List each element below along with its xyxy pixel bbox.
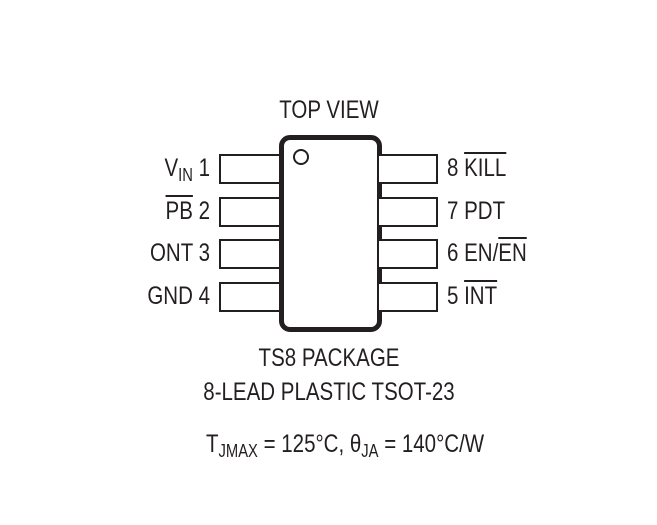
- theta-ja-value: = 140°C/W: [378, 430, 485, 458]
- pin-label-1: VIN 1: [87, 154, 210, 185]
- pin-number: 8: [447, 154, 459, 182]
- pin1-indicator-dot: [293, 149, 309, 165]
- tjmax-label: TJMAX: [206, 430, 258, 461]
- pin-number: 1: [198, 154, 210, 182]
- pin-label-4: GND 4: [87, 284, 210, 309]
- pin-lead-1: [219, 154, 279, 184]
- pin-number: 3: [198, 239, 210, 267]
- pin-lead-5: [379, 282, 438, 312]
- pin-lead-6: [379, 239, 438, 269]
- pin-label-7: 7 PDT: [447, 199, 505, 224]
- thermal-spec: TJMAX = 125°C, θJA = 140°C/W: [206, 430, 485, 461]
- pin-name-kill: KILL: [464, 154, 507, 182]
- pin-number: 4: [198, 282, 210, 310]
- pin-number: 5: [447, 282, 459, 310]
- pin-name-pdt: PDT: [464, 197, 506, 225]
- pin-name-vin: VIN: [164, 154, 193, 185]
- package-description: 8-LEAD PLASTIC TSOT-23: [203, 378, 455, 406]
- tjmax-value: = 125°C,: [257, 430, 350, 458]
- chip-body: [279, 135, 382, 332]
- pin-lead-4: [219, 282, 279, 312]
- pin-name-pb: PB: [165, 197, 193, 225]
- pin-label-6: 6 EN/EN: [447, 241, 527, 266]
- pin-label-8: 8 KILL: [447, 156, 506, 181]
- pin-name-ont: ONT: [149, 239, 193, 267]
- pin-name-gnd: GND: [147, 282, 193, 310]
- pin-lead-8: [379, 154, 438, 184]
- pin-name-en: EN/EN: [464, 239, 527, 267]
- pin-number: 6: [447, 239, 459, 267]
- theta-ja-label: θJA: [349, 430, 379, 461]
- pin-lead-2: [219, 197, 279, 227]
- pin-lead-3: [219, 239, 279, 269]
- pin-label-5: 5 INT: [447, 284, 497, 309]
- pin-label-3: ONT 3: [87, 241, 210, 266]
- pin-number: 2: [198, 197, 210, 225]
- pin-lead-7: [379, 197, 438, 227]
- diagram-title: TOP VIEW: [279, 96, 379, 124]
- pin-number: 7: [447, 197, 459, 225]
- package-name: TS8 PACKAGE: [258, 344, 400, 372]
- pin-label-2: PB 2: [87, 199, 210, 224]
- pin-name-int: INT: [464, 282, 498, 310]
